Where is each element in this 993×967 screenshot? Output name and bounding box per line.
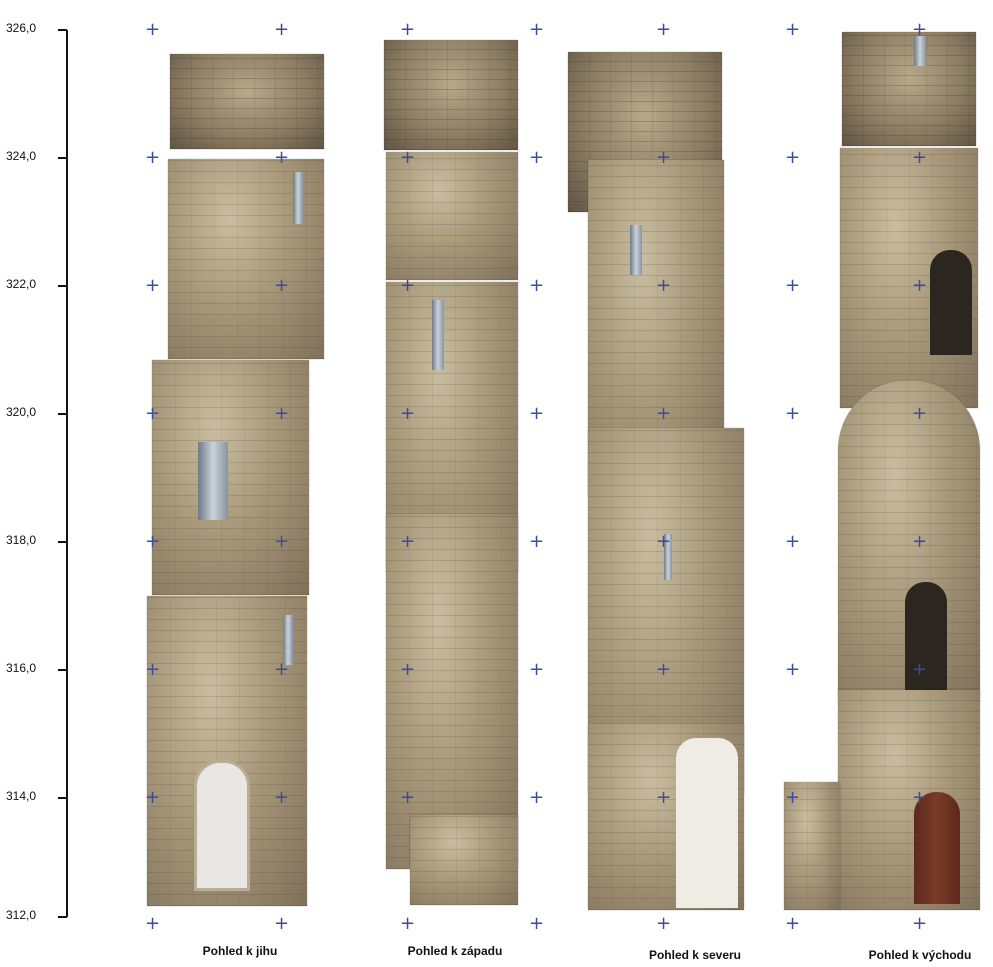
caption-north: Pohled k severu <box>648 948 742 962</box>
elevation-label-324: 324,0 <box>6 149 37 163</box>
grid-cross-marker: + <box>912 787 928 808</box>
elevation-tick <box>58 541 67 543</box>
grid-cross-marker: + <box>274 19 290 40</box>
grid-cross-marker: + <box>656 275 672 296</box>
grid-cross-marker: + <box>656 403 672 424</box>
grid-cross-marker: + <box>785 787 801 808</box>
grid-cross-marker: + <box>145 275 161 296</box>
grid-cross-marker: + <box>785 531 801 552</box>
grid-cross-marker: + <box>785 403 801 424</box>
elevation-label-326: 326,0 <box>6 21 37 35</box>
grid-cross-marker: + <box>529 659 545 680</box>
grid-cross-marker: + <box>400 275 416 296</box>
elevation-tick <box>58 669 67 671</box>
grid-cross-marker: + <box>400 403 416 424</box>
grid-cross-marker: + <box>912 19 928 40</box>
elevation-label-316: 316,0 <box>6 661 37 675</box>
grid-cross-marker: + <box>274 147 290 168</box>
grid-cross-marker: + <box>145 19 161 40</box>
caption-west: Pohled k západu <box>407 944 503 958</box>
grid-cross-marker: + <box>145 403 161 424</box>
elevation-label-314: 314,0 <box>6 789 37 803</box>
elevation-tick <box>58 29 67 31</box>
window-niche <box>198 442 228 520</box>
doorway-arch <box>930 250 972 355</box>
grid-cross-marker: + <box>145 787 161 808</box>
door-wooden <box>914 792 960 904</box>
elevation-label-322: 322,0 <box>6 277 37 291</box>
wall-photo <box>386 152 518 280</box>
grid-cross-marker: + <box>529 913 545 934</box>
grid-cross-marker: + <box>145 913 161 934</box>
window-slit <box>664 534 672 580</box>
grid-cross-marker: + <box>400 659 416 680</box>
grid-cross-marker: + <box>785 913 801 934</box>
grid-cross-marker: + <box>400 147 416 168</box>
window-slit <box>293 172 303 224</box>
elevation-tick <box>58 157 67 159</box>
elevation-scale: 326,0 324,0 322,0 320,0 318,0 316,0 314,… <box>0 0 80 967</box>
grid-cross-marker: + <box>912 275 928 296</box>
caption-east: Pohled k východu <box>868 948 972 962</box>
grid-cross-marker: + <box>785 659 801 680</box>
grid-cross-marker: + <box>912 147 928 168</box>
grid-cross-marker: + <box>656 787 672 808</box>
grid-cross-marker: + <box>529 147 545 168</box>
wall-photo <box>386 514 518 869</box>
grid-cross-marker: + <box>529 787 545 808</box>
grid-cross-marker: + <box>400 913 416 934</box>
grid-cross-marker: + <box>529 19 545 40</box>
grid-cross-marker: + <box>145 659 161 680</box>
grid-cross-marker: + <box>656 531 672 552</box>
grid-cross-marker: + <box>656 913 672 934</box>
grid-cross-marker: + <box>274 659 290 680</box>
elevation-label-318: 318,0 <box>6 533 37 547</box>
grid-cross-marker: + <box>274 787 290 808</box>
grid-cross-marker: + <box>912 659 928 680</box>
grid-cross-marker: + <box>912 531 928 552</box>
window-slit <box>630 225 642 275</box>
wall-photo <box>842 32 976 146</box>
wall-photo <box>152 360 309 595</box>
grid-cross-marker: + <box>145 147 161 168</box>
elevation-tick <box>58 797 67 799</box>
elevation-label-320: 320,0 <box>6 405 37 419</box>
grid-cross-marker: + <box>785 275 801 296</box>
wall-photo <box>170 54 324 149</box>
grid-cross-marker: + <box>400 531 416 552</box>
grid-cross-marker: + <box>529 403 545 424</box>
window-slit <box>914 36 926 66</box>
grid-cross-marker: + <box>274 403 290 424</box>
wall-photo <box>384 40 518 150</box>
grid-cross-marker: + <box>145 531 161 552</box>
grid-cross-marker: + <box>912 913 928 934</box>
wall-photo <box>410 815 518 905</box>
grid-cross-marker: + <box>785 147 801 168</box>
doorway-arch <box>905 582 947 692</box>
grid-cross-marker: + <box>656 659 672 680</box>
grid-cross-marker: + <box>656 147 672 168</box>
door-white <box>194 760 250 891</box>
doorway-arch <box>676 738 738 908</box>
window-slit <box>283 615 293 665</box>
elevation-tick <box>58 413 67 415</box>
elevation-tick <box>58 285 67 287</box>
grid-cross-marker: + <box>274 531 290 552</box>
grid-cross-marker: + <box>656 19 672 40</box>
grid-cross-marker: + <box>912 403 928 424</box>
grid-cross-marker: + <box>529 275 545 296</box>
grid-cross-marker: + <box>274 275 290 296</box>
grid-cross-marker: + <box>529 531 545 552</box>
elevation-axis-line <box>66 30 68 917</box>
elevation-tick <box>58 916 67 918</box>
elevation-label-312: 312,0 <box>6 908 37 922</box>
caption-south: Pohled k jihu <box>202 944 278 958</box>
grid-cross-marker: + <box>400 787 416 808</box>
wall-photo <box>784 782 840 910</box>
grid-cross-marker: + <box>274 913 290 934</box>
grid-cross-marker: + <box>785 19 801 40</box>
grid-cross-marker: + <box>400 19 416 40</box>
window-slit <box>432 300 444 370</box>
